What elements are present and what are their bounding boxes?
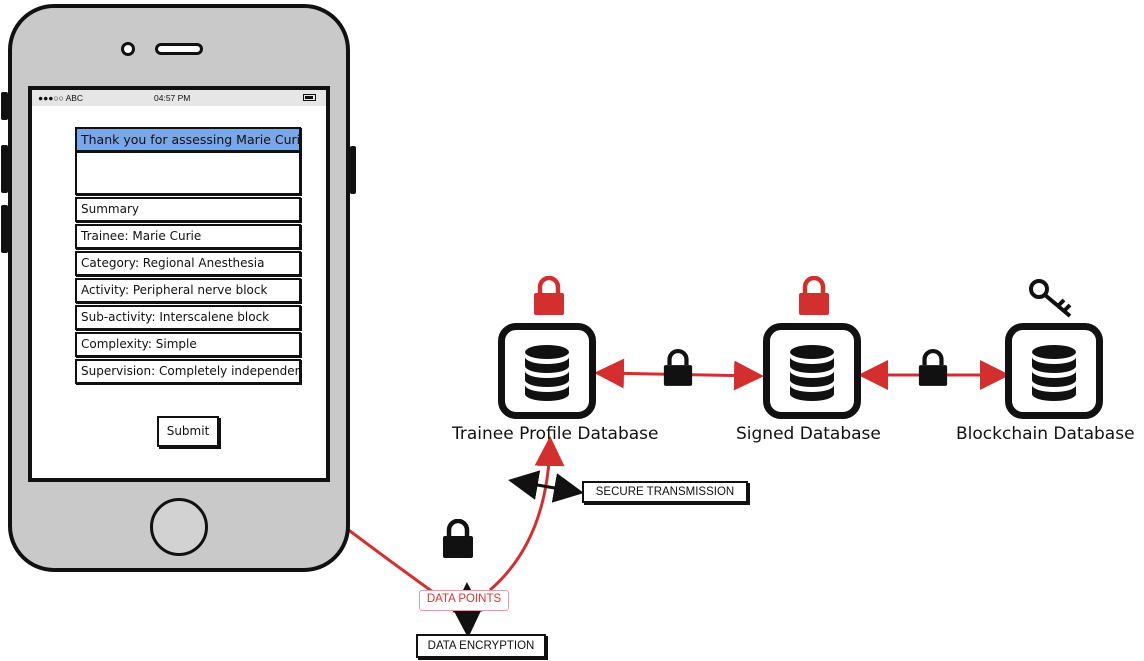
- battery-icon: [303, 94, 316, 101]
- database-icon: [790, 345, 834, 401]
- submit-button[interactable]: Submit: [157, 416, 219, 447]
- form-row-category: Category: Regional Anesthesia: [75, 251, 301, 276]
- blockchain-db-box: [1005, 323, 1103, 419]
- phone-screen: ●●●○○ ABC 04:57 PM Thank you for assessi…: [28, 86, 330, 482]
- status-bar: ●●●○○ ABC 04:57 PM: [32, 90, 326, 106]
- phone-volume-down: [1, 205, 8, 253]
- lock-icon: [443, 519, 473, 558]
- secure-transmission-label: SECURE TRANSMISSION: [582, 481, 748, 503]
- phone-volume-up: [1, 145, 8, 193]
- signed-db-box: [763, 323, 861, 419]
- form-row-complexity: Complexity: Simple: [75, 332, 301, 357]
- data-encryption-label: DATA ENCRYPTION: [416, 634, 546, 658]
- key-icon: [1029, 279, 1072, 318]
- form-row-subactivity: Sub-activity: Interscalene block: [75, 305, 301, 330]
- form-row-supervision: Supervision: Completely independent: [75, 359, 301, 384]
- trainee-db-box: [498, 323, 596, 419]
- lock-icon: [663, 349, 693, 386]
- phone-speaker: [155, 43, 203, 55]
- status-time: 04:57 PM: [154, 93, 191, 103]
- trainee-db-label: Trainee Profile Database: [452, 424, 659, 444]
- lock-icon: [799, 276, 829, 315]
- signal-carrier: ●●●○○ ABC: [38, 93, 84, 103]
- data-points-label: DATA POINTS: [419, 590, 509, 611]
- form-row-activity: Activity: Peripheral nerve block: [75, 278, 301, 303]
- blockchain-db-label: Blockchain Database: [956, 424, 1135, 444]
- form-row-trainee: Trainee: Marie Curie: [75, 224, 301, 249]
- signed-db-label: Signed Database: [736, 424, 881, 444]
- phone-power-button: [350, 146, 356, 194]
- phone-mute-switch: [1, 92, 8, 120]
- phone-home-button[interactable]: [150, 498, 208, 556]
- phone-camera: [121, 42, 135, 56]
- form-header: Thank you for assessing Marie Curie: [75, 127, 301, 152]
- lock-icon: [534, 276, 564, 315]
- database-icon: [525, 345, 569, 401]
- lock-icon: [918, 349, 948, 386]
- form-empty-field[interactable]: [75, 151, 301, 195]
- arrow-secure-transmission: [508, 470, 584, 503]
- form-row-summary: Summary: [75, 197, 301, 222]
- database-icon: [1032, 345, 1076, 401]
- red-arrow-to-trainee-db: [489, 436, 565, 592]
